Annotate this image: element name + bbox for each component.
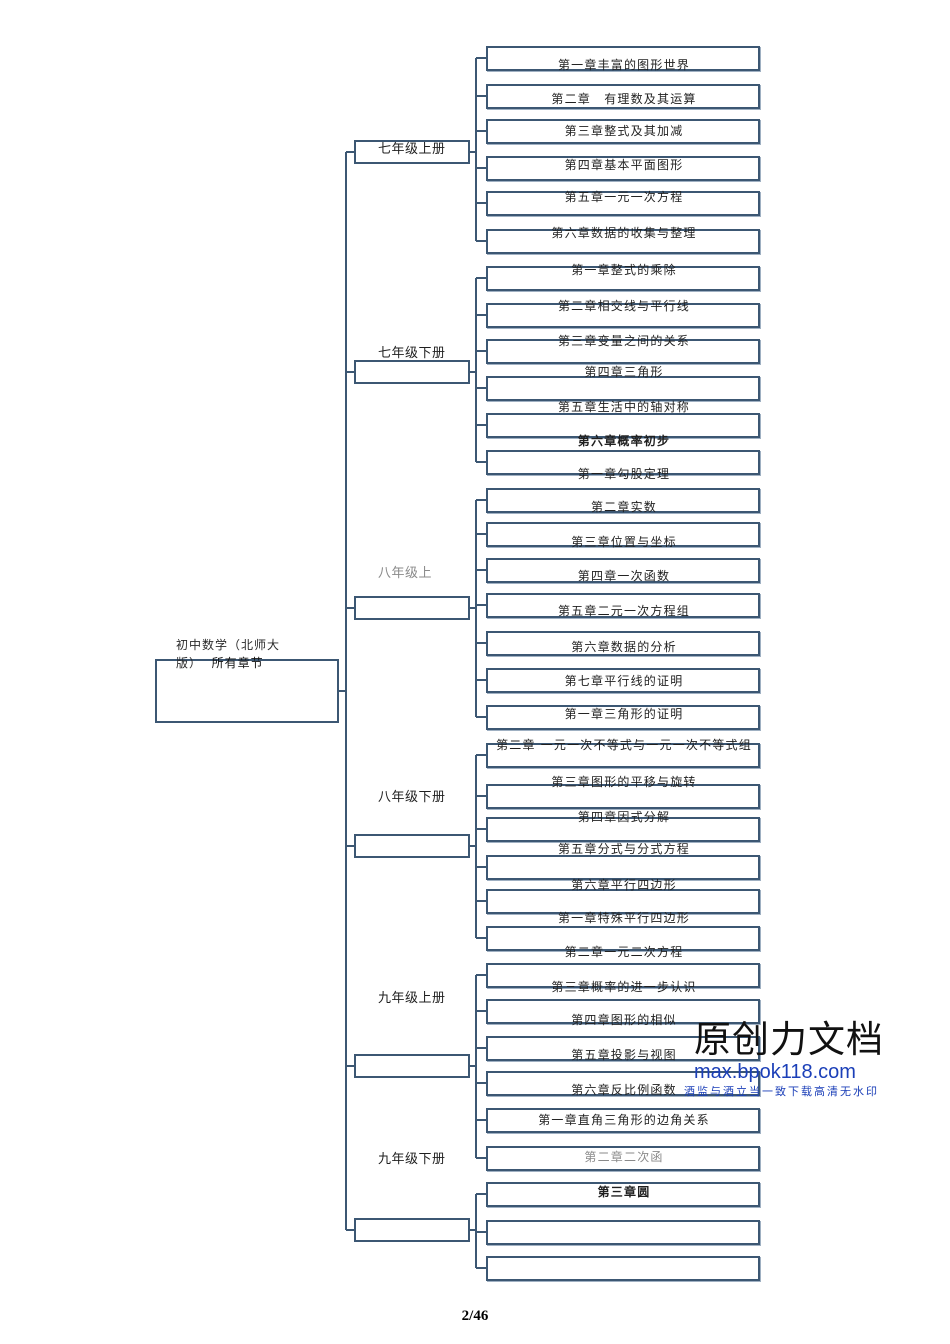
grade-box-5 (354, 1054, 470, 1078)
grade-box-3 (354, 596, 470, 620)
root-label: 初中数学（北师大 版） 所有章节 (176, 636, 316, 672)
grade-box-4 (354, 834, 470, 858)
chapter-box-30 (486, 1108, 760, 1133)
grade-box-2 (354, 360, 470, 384)
chapter-label-30: 第五章投影与视图 (571, 1048, 677, 1062)
chapter-box-32 (486, 1182, 760, 1207)
watermark: 原创力文档 max.bpok118.com 酒监与酒立当一致下载高清无水印 (684, 1018, 884, 1100)
chapter-label-29: 第四章图形的相似 (571, 1013, 677, 1027)
root-label-line1: 初中数学（北师大 (176, 638, 281, 652)
chapter-box-31 (486, 1146, 760, 1171)
watermark-title: 原创力文档 (694, 1018, 884, 1061)
chapter-box-28 (486, 1036, 760, 1061)
chapter-box-2 (486, 84, 760, 109)
chapter-box-18 (486, 668, 760, 693)
chapter-box-26 (486, 963, 760, 988)
chapter-label-7: 第一章整式的乘除 (571, 263, 677, 277)
chapter-box-6 (486, 229, 760, 254)
chapter-box-1 (486, 46, 760, 71)
chapter-box-19 (486, 705, 760, 730)
chapter-label-21: 第二章 一元一次不等式与一元一次不等式组 (496, 738, 752, 752)
chapter-box-3 (486, 119, 760, 144)
chapter-box-20 (486, 743, 760, 768)
grade-box-1 (354, 140, 470, 164)
chapter-label-28: 第三章概率的进一步认识 (551, 980, 697, 994)
chapter-label-2: 第二章 有理数及其运算 (551, 92, 697, 106)
page-number: 2/46 (461, 1308, 489, 1324)
chapter-label-22: 第三章图形的平移与旋转 (551, 775, 697, 789)
chapter-label-27: 第二章一元二次方程 (564, 945, 684, 959)
chapter-box-13 (486, 488, 760, 513)
chapter-label-15: 第三章位置与坐标 (571, 535, 677, 549)
chapter-box-15 (486, 558, 760, 583)
root-label-edition: 版） (176, 656, 203, 670)
chapter-label-4: 第四章基本平面图形 (564, 158, 684, 172)
chapter-label-11: 第五章生活中的轴对称 (557, 400, 690, 414)
chapter-label-26: 第一章特殊平行四边形 (557, 911, 690, 925)
chapter-box-34 (486, 1256, 760, 1281)
chapter-label-3: 第三章整式及其加减 (564, 124, 684, 138)
chapter-label-25: 第六章平行四边形 (571, 878, 677, 892)
grade-label-5: 九年级上册 (378, 991, 446, 1006)
grade-box-6 (354, 1218, 470, 1242)
chapter-label-18: 第六章数据的分析 (571, 640, 677, 654)
chapter-label-6: 第六章数据的收集与整理 (551, 226, 697, 240)
chapter-box-5 (486, 191, 760, 216)
chapter-box-21 (486, 784, 760, 809)
chapter-box-24 (486, 889, 760, 914)
chapter-label-23: 第四章因式分解 (577, 810, 671, 824)
chapter-box-17 (486, 631, 760, 656)
root-label-all-chapters: 所有章节 (211, 656, 264, 670)
chapter-label-24: 第五章分式与分式方程 (557, 842, 690, 856)
chapter-label-1: 第一章丰富的图形世界 (557, 58, 690, 72)
chapter-label-33: 第二章二次函 (584, 1150, 664, 1164)
chapter-label-13: 第一章勾股定理 (577, 467, 671, 481)
chapter-box-33 (486, 1220, 760, 1245)
chapter-box-16 (486, 593, 760, 618)
root-box (155, 659, 339, 723)
chapter-label-20: 第一章三角形的证明 (564, 707, 684, 721)
root-label-line2: 版） 所有章节 (176, 654, 316, 672)
chapter-label-32: 第一章直角三角形的边角关系 (538, 1113, 710, 1127)
chapter-box-12 (486, 450, 760, 475)
chapter-box-29 (486, 1071, 760, 1096)
chapter-label-5: 第五章一元一次方程 (564, 190, 684, 204)
chapter-box-25 (486, 926, 760, 951)
chapter-box-14 (486, 522, 760, 547)
chapter-label-17: 第五章二元一次方程组 (557, 604, 690, 618)
chapter-box-27 (486, 999, 760, 1024)
chapter-box-8 (486, 303, 760, 328)
grade-label-6: 九年级下册 (378, 1152, 446, 1167)
chapter-label-34: 第三章圆 (597, 1185, 651, 1199)
chapter-label-16: 第四章一次函数 (577, 569, 671, 583)
chapter-box-23 (486, 855, 760, 880)
chapter-label-12: 第六章概率初步 (577, 434, 671, 448)
chapter-box-4 (486, 156, 760, 181)
chapter-label-31: 第六章反比例函数 (571, 1083, 677, 1097)
chapter-box-22 (486, 817, 760, 842)
chapter-label-8: 第二章相交线与平行线 (557, 299, 690, 313)
chapter-label-9: 第三章变量之间的关系 (557, 334, 690, 348)
grade-label-3: 八年级上 (378, 566, 433, 581)
chapter-label-19: 第七章平行线的证明 (564, 674, 684, 688)
grade-label-2: 七年级下册 (378, 346, 446, 361)
chapter-label-14: 第二章实数 (590, 500, 657, 514)
chapter-label-10: 第四章三角形 (584, 365, 664, 379)
grade-label-1: 七年级上册 (378, 142, 446, 157)
watermark-slogan: 酒监与酒立当一致下载高清无水印 (684, 1085, 879, 1098)
grade-label-4: 八年级下册 (378, 790, 446, 805)
watermark-url: max.bpok118.com (694, 1061, 856, 1083)
chapter-box-10 (486, 376, 760, 401)
chapter-box-9 (486, 339, 760, 364)
chapter-box-7 (486, 266, 760, 291)
chapter-box-11 (486, 413, 760, 438)
